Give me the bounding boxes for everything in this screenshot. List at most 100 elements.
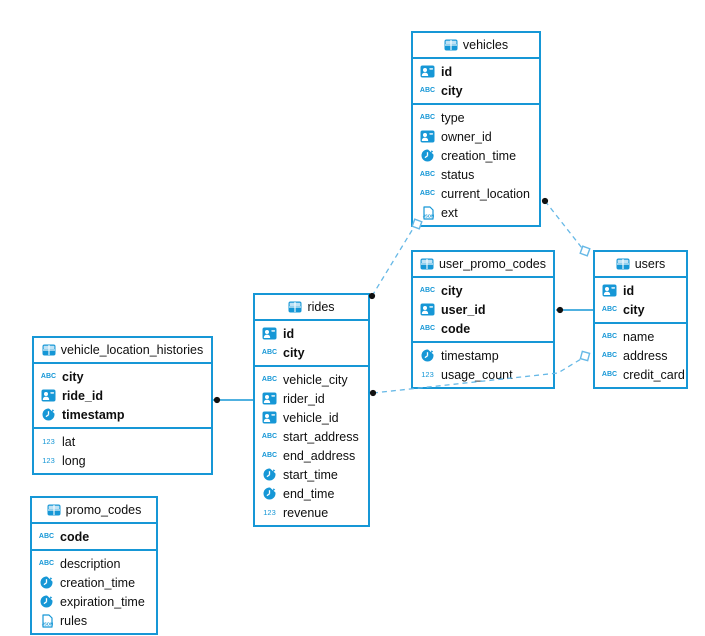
field-row[interactable]: 123 revenue	[255, 503, 368, 522]
field-row[interactable]: user_id	[413, 300, 553, 319]
field-row[interactable]: rider_id	[255, 389, 368, 408]
relationship-line-rides-to-vehicles[interactable]	[371, 226, 415, 297]
field-row[interactable]: start_time	[255, 465, 368, 484]
table-header[interactable]: vehicle_location_histories	[34, 338, 211, 364]
json-icon: JSON	[419, 205, 436, 220]
field-row[interactable]: ABC name	[595, 327, 686, 346]
field-row[interactable]: creation_time	[413, 146, 539, 165]
section-divider	[32, 549, 156, 551]
clock-icon	[261, 486, 278, 501]
field-name: revenue	[283, 505, 329, 520]
table-icon	[47, 504, 61, 516]
field-row[interactable]: ABC vehicle_city	[255, 370, 368, 389]
field-name: status	[441, 167, 475, 182]
section-divider	[34, 427, 211, 429]
field-row[interactable]: expiration_time	[32, 592, 156, 611]
field-name: end_address	[283, 448, 356, 463]
clock-icon	[40, 407, 57, 422]
table-header[interactable]: rides	[255, 295, 368, 321]
number-type-icon: 123	[263, 507, 276, 517]
field-name: owner_id	[441, 129, 492, 144]
table-title: vehicle_location_histories	[60, 343, 204, 357]
field-row[interactable]: id	[595, 281, 686, 300]
field-row[interactable]: owner_id	[413, 127, 539, 146]
relationship-square-marker	[579, 245, 591, 257]
field-name: vehicle_city	[283, 372, 348, 387]
text-type-icon: ABC	[601, 371, 618, 378]
field-row[interactable]: end_time	[255, 484, 368, 503]
field-name: start_time	[283, 467, 338, 482]
clock-icon	[419, 348, 436, 363]
field-row[interactable]: ABC description	[32, 554, 156, 573]
field-name: name	[623, 329, 655, 344]
table-header[interactable]: vehicles	[413, 33, 539, 59]
table-title: vehicles	[462, 38, 509, 52]
text-type-icon: ABC	[419, 114, 436, 121]
section-divider	[595, 322, 686, 324]
relationship-line-vehicles-to-users[interactable]	[544, 200, 583, 249]
field-row[interactable]: ride_id	[34, 386, 211, 405]
table-header[interactable]: promo_codes	[32, 498, 156, 524]
table-header[interactable]: users	[595, 252, 686, 278]
field-name: expiration_time	[60, 594, 145, 609]
field-row[interactable]: ABC city	[595, 300, 686, 319]
field-row[interactable]: timestamp	[413, 346, 553, 365]
field-name: code	[60, 529, 90, 544]
table-icon	[616, 258, 630, 270]
id-badge-icon	[261, 410, 278, 425]
table-header[interactable]: user_promo_codes	[413, 252, 553, 278]
field-row[interactable]: id	[413, 62, 539, 81]
field-name: ride_id	[62, 388, 103, 403]
field-row[interactable]: id	[255, 324, 368, 343]
text-type-icon: ABC	[601, 333, 618, 340]
field-row[interactable]: timestamp	[34, 405, 211, 424]
table-title: user_promo_codes	[438, 257, 546, 271]
field-row[interactable]: JSON ext	[413, 203, 539, 222]
table-title: users	[634, 257, 666, 271]
field-name: description	[60, 556, 121, 571]
field-name: id	[283, 326, 295, 341]
field-name: current_location	[441, 186, 530, 201]
field-row[interactable]: JSON rules	[32, 611, 156, 630]
field-name: start_address	[283, 429, 359, 444]
id-badge-icon	[419, 129, 436, 144]
table-icon	[444, 39, 458, 51]
field-name: city	[623, 302, 645, 317]
text-type-icon: ABC	[261, 376, 278, 383]
field-row[interactable]: creation_time	[32, 573, 156, 592]
field-row[interactable]: vehicle_id	[255, 408, 368, 427]
field-name: end_time	[283, 486, 335, 501]
table-title: promo_codes	[65, 503, 142, 517]
table-title: rides	[307, 300, 335, 314]
clock-icon	[38, 575, 55, 590]
text-type-icon: ABC	[601, 306, 618, 313]
field-name: creation_time	[60, 575, 136, 590]
text-type-icon: ABC	[38, 560, 55, 567]
